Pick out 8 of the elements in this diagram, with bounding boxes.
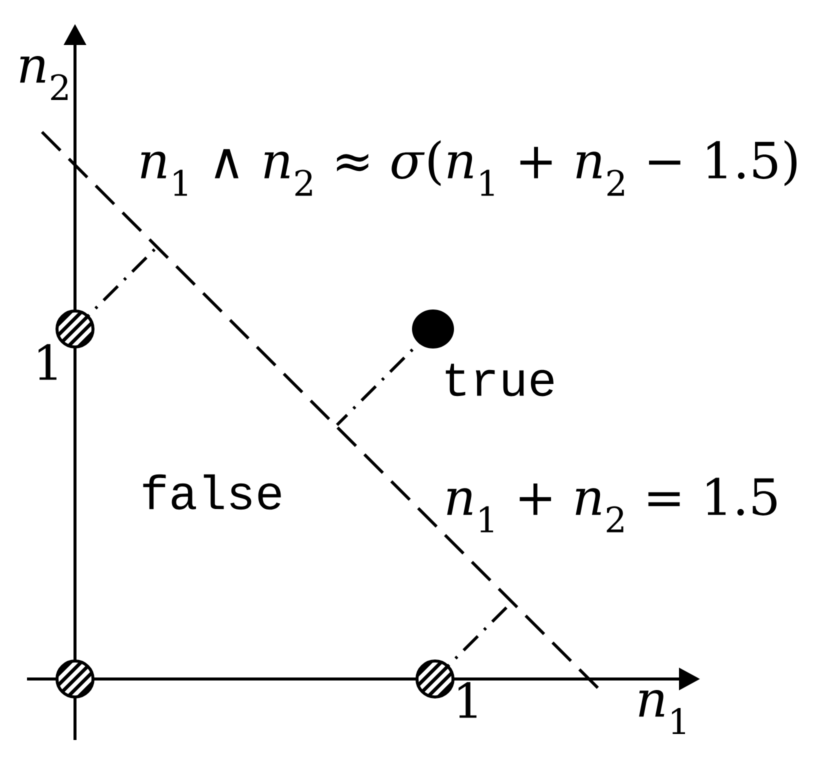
- axis-label: n$_{1}$: [639, 690, 686, 734]
- tick-label: 1: [38, 344, 56, 380]
- tick-label: 1: [458, 682, 476, 718]
- region-label: true: [446, 364, 554, 396]
- region-label: false: [143, 474, 281, 510]
- axis-label: n$_{2}$: [20, 56, 68, 100]
- equation: n$_{1}$ + n$_{2}$ = 1.5: [447, 478, 776, 532]
- equation: n$_{1}$ ∧ n$_{2}$ ≈ σ(n$_{1}$ + n$_{2}$ − 1.5): [140, 140, 797, 196]
